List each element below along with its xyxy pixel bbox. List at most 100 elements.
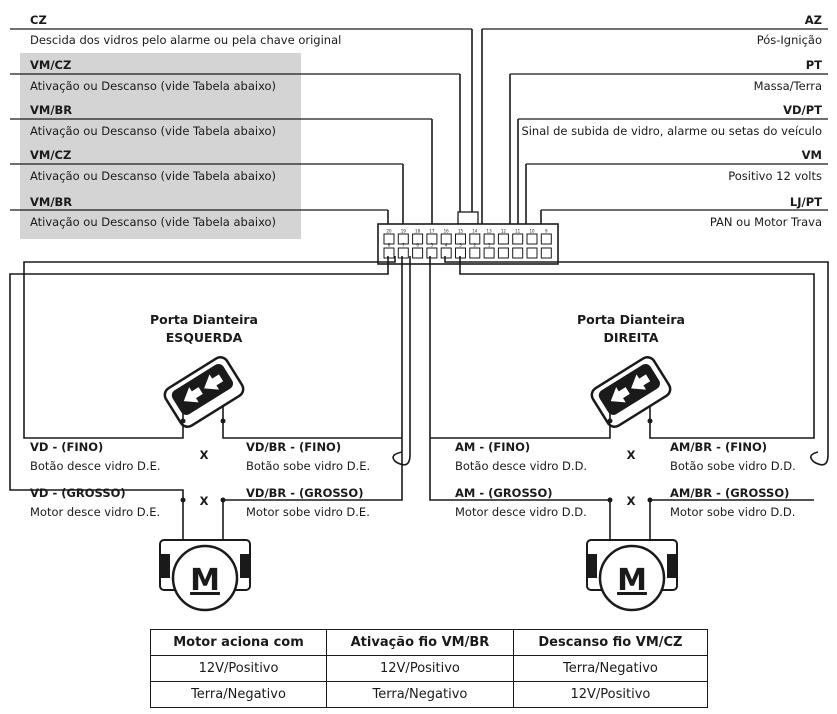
connector-pin <box>440 233 452 245</box>
table-cell: 12V/Positivo <box>326 655 514 682</box>
door-right: Porta Dianteira DIREITA X AM - (FINO) Bo… <box>455 312 796 612</box>
connector-bottom-pins: 8 7 6 5 4 3 2 1 <box>383 243 552 259</box>
connector-pin <box>497 233 509 245</box>
right-wire-labels: AZ Pós-Ignição PT Massa/Terra VD/PT Sina… <box>482 13 828 229</box>
connector-pin <box>412 247 424 259</box>
cut-mark: X <box>627 494 636 508</box>
connector-pin-number: 7 <box>402 243 405 248</box>
connector-pin <box>412 233 424 245</box>
window-switch-icon <box>590 356 672 428</box>
table-header: Ativação fio VM/BR <box>326 629 514 656</box>
cut-mark: X <box>200 448 209 462</box>
connector-pin-number: 6 <box>416 243 419 248</box>
connector-pin-number: 9 <box>545 229 548 234</box>
motor-letter: M <box>617 563 647 598</box>
connector-pin <box>426 233 438 245</box>
connector-pin-number: 20 <box>386 229 392 234</box>
mot-up-desc-right: Motor sobe vidro D.D. <box>670 505 795 519</box>
door-right-side: DIREITA <box>603 330 658 345</box>
wire-desc-ljpt: PAN ou Motor Trava <box>710 215 822 229</box>
wire-code-pt: PT <box>806 58 822 72</box>
wire-desc-vm: Positivo 12 volts <box>728 169 822 183</box>
mot-down-desc-left: Motor desce vidro D.E. <box>30 505 160 519</box>
wire-code-ljpt: LJ/PT <box>790 195 822 209</box>
connector-pin <box>483 233 495 245</box>
connector-pin <box>426 247 438 259</box>
cut-mark: X <box>200 494 209 508</box>
connector-pin <box>512 247 524 259</box>
connector-pin <box>397 247 409 259</box>
connector-pin <box>397 233 409 245</box>
door-left-side: ESQUERDA <box>166 330 243 345</box>
motor-letter: M <box>190 563 220 598</box>
connector-pin-number: 16 <box>444 229 450 234</box>
connector-pin-number: 4 <box>445 243 448 248</box>
connector-pin <box>512 233 524 245</box>
connector-pin <box>469 233 481 245</box>
connector-pin <box>497 247 509 259</box>
table-header: Descanso fio VM/CZ <box>512 629 709 656</box>
btn-up-desc-right: Botão sobe vidro D.D. <box>670 459 796 473</box>
wire-code-vmcz-2: VM/CZ <box>30 148 71 162</box>
connector-pin-number: 10 <box>529 229 535 234</box>
btn-down-desc-left: Botão desce vidro D.E. <box>30 459 161 473</box>
connector-pin <box>540 247 552 259</box>
table-cell: 12V/Positivo <box>149 655 328 682</box>
wire-drops <box>387 29 542 234</box>
mot-up-desc-left: Motor sobe vidro D.E. <box>246 505 370 519</box>
table-row: Terra/Negativo Terra/Negativo 12V/Positi… <box>149 681 709 708</box>
connector-pin-number: 12 <box>501 229 507 234</box>
wire-code-vdpt: VD/PT <box>783 103 822 117</box>
connector-pin-number: 3 <box>459 243 462 248</box>
wire-code-cz: CZ <box>30 13 47 27</box>
connector-pin-number: 1 <box>488 243 491 248</box>
door-left-title: Porta Dianteira <box>150 312 258 327</box>
mot-down-code-left: VD - (GROSSO) <box>30 486 126 500</box>
connector-pin <box>483 247 495 259</box>
motor-icon: M <box>159 508 251 612</box>
connector-pin-number: 5 <box>431 243 434 248</box>
activation-table: Motor aciona com Ativação fio VM/BR Desc… <box>149 629 709 708</box>
btn-down-desc-right: Botão desce vidro D.D. <box>455 459 587 473</box>
mot-down-desc-right: Motor desce vidro D.D. <box>455 505 587 519</box>
door-wires <box>9 256 829 508</box>
wire-desc-cz: Descida dos vidros pelo alarme ou pela c… <box>30 33 341 47</box>
wire-code-az: AZ <box>805 13 822 27</box>
left-wire-labels: CZ Descida dos vidros pelo alarme ou pel… <box>10 13 472 229</box>
connector-pin <box>383 233 395 245</box>
connector-pin-number: 13 <box>487 229 493 234</box>
wire-desc-vdpt: Sinal de subida de vidro, alarme ou seta… <box>521 124 822 138</box>
shaded-wire-group <box>20 53 301 239</box>
btn-up-code-right: AM/BR - (FINO) <box>670 440 767 454</box>
wire-desc-az: Pós-Ignição <box>757 33 822 47</box>
connector-pin <box>440 247 452 259</box>
connector-pin-number: 2 <box>474 243 477 248</box>
door-left: Porta Dianteira ESQUERDA X VD - (FINO) B… <box>30 312 370 612</box>
mot-up-code-right: AM/BR - (GROSSO) <box>670 486 789 500</box>
wire-code-vmcz-1: VM/CZ <box>30 58 71 72</box>
table-cell: 12V/Positivo <box>512 681 709 708</box>
wire-desc-vmcz-2: Ativação ou Descanso (vide Tabela abaixo… <box>30 169 276 183</box>
connector-pin <box>526 233 538 245</box>
connector-pin <box>526 247 538 259</box>
connector-pin-number: 19 <box>401 229 407 234</box>
connector-pin-number: 11 <box>515 229 521 234</box>
cut-mark: X <box>627 448 636 462</box>
door-right-title: Porta Dianteira <box>577 312 685 327</box>
motor-icon: M <box>586 508 678 612</box>
mot-up-code-left: VD/BR - (GROSSO) <box>246 486 363 500</box>
table-cell: Terra/Negativo <box>149 681 328 708</box>
connector-pin <box>540 233 552 245</box>
connector-pin-number: 8 <box>388 243 391 248</box>
wire-code-vmbr-1: VM/BR <box>30 103 72 117</box>
wire-desc-vmbr-1: Ativação ou Descanso (vide Tabela abaixo… <box>30 124 276 138</box>
table-header: Motor aciona com <box>149 629 328 656</box>
table-cell: Terra/Negativo <box>512 655 709 682</box>
connector-pin-number: 14 <box>472 229 478 234</box>
window-switch-icon <box>163 356 245 428</box>
connector-pin-number: 18 <box>415 229 421 234</box>
table-row: 12V/Positivo 12V/Positivo Terra/Negativo <box>149 655 709 682</box>
btn-up-desc-left: Botão sobe vidro D.E. <box>246 459 370 473</box>
